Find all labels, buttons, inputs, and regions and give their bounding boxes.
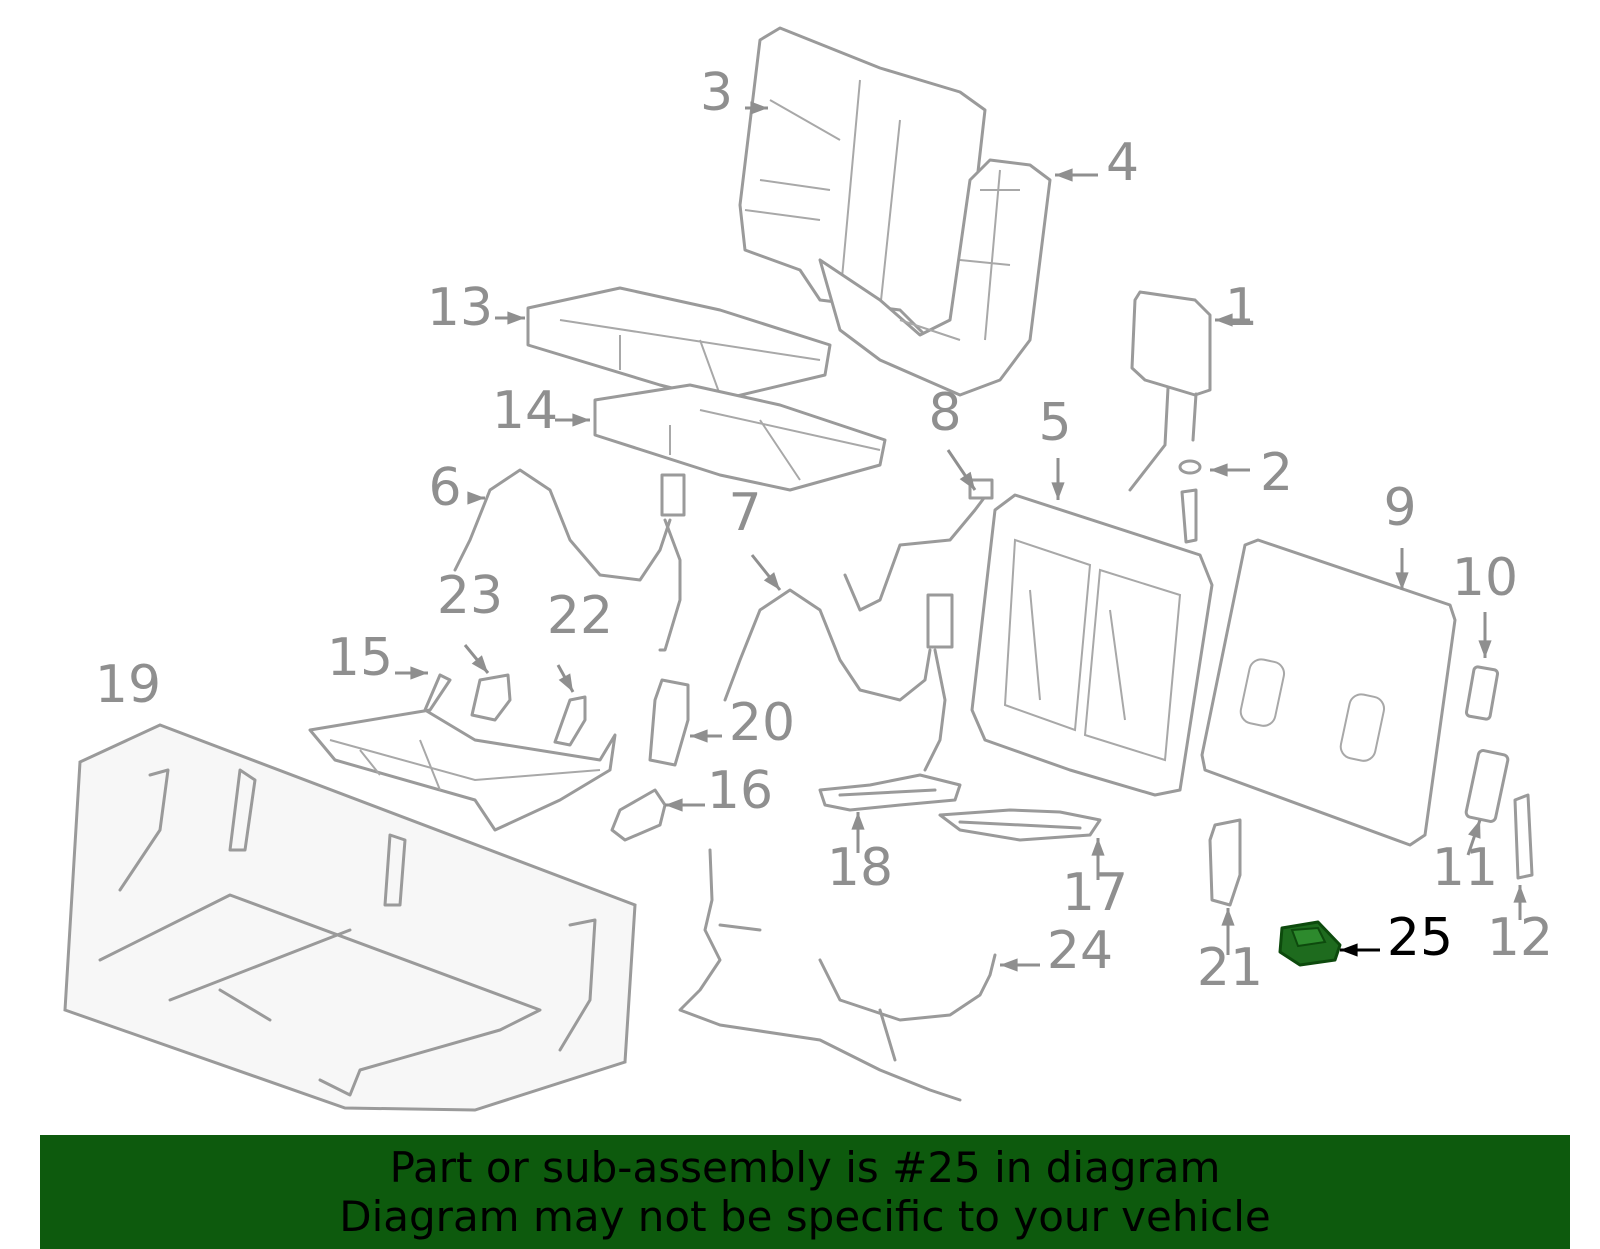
part-6-cable: [453, 468, 686, 652]
callout-arrow-10: [1478, 640, 1492, 658]
callout-15: 15: [327, 628, 393, 688]
callout-8: 8: [928, 383, 961, 443]
callout-10: 10: [1452, 548, 1518, 608]
callout-14: 14: [492, 381, 558, 441]
callout-3: 3: [700, 63, 733, 123]
banner-line-2: Diagram may not be specific to your vehi…: [339, 1192, 1271, 1241]
part-24-harness: [678, 848, 997, 1102]
callout-6: 6: [428, 458, 461, 518]
callout-arrow-7: [763, 572, 780, 590]
part-13-cushion: [526, 286, 832, 402]
callout-20: 20: [729, 693, 795, 753]
callout-4: 4: [1106, 133, 1139, 193]
callout-24: 24: [1047, 921, 1113, 981]
part-8-cable: [843, 478, 994, 612]
part-14-cushion-frame: [593, 383, 887, 492]
callout-2: 2: [1260, 443, 1293, 503]
callout-19: 19: [95, 655, 161, 715]
part-2-guides: [1178, 459, 1202, 544]
part-16: [610, 788, 667, 842]
callout-arrow-6: [467, 491, 485, 505]
callout-12: 12: [1487, 908, 1553, 968]
callout-arrow-4: [1055, 168, 1073, 182]
callout-arrow-2: [1210, 463, 1228, 477]
callout-arrow-25: [1340, 943, 1358, 957]
callout-arrow-20: [690, 729, 708, 743]
callout-arrow-11: [1468, 820, 1481, 839]
part-3-seatback-left: [738, 26, 987, 342]
callout-arrow-24: [1000, 958, 1018, 972]
callout-22: 22: [547, 586, 613, 646]
part-5-frame: [970, 493, 1214, 797]
callout-13: 13: [427, 278, 493, 338]
callout-arrow-16: [665, 798, 683, 812]
callout-1: 1: [1225, 278, 1258, 338]
banner-line-1: Part or sub-assembly is #25 in diagram: [389, 1143, 1221, 1192]
callout-23: 23: [437, 566, 503, 626]
part-15-frame: [308, 673, 617, 832]
callout-arrow-5: [1051, 482, 1065, 500]
callout-17: 17: [1062, 863, 1128, 923]
callout-arrow-22: [558, 673, 573, 692]
callout-arrow-23: [471, 655, 488, 673]
part-17-mat: [938, 808, 1102, 842]
part-4-seatback-right: [818, 158, 1052, 397]
callout-11: 11: [1432, 838, 1498, 898]
part-11: [1464, 749, 1510, 823]
callout-arrow-13: [507, 311, 525, 325]
part-23: [470, 673, 512, 722]
part-1-headrest: [1128, 290, 1212, 492]
part-9-panel: [1200, 538, 1457, 847]
callout-arrow-9: [1395, 572, 1409, 590]
callout-7: 7: [728, 483, 761, 543]
callout-5: 5: [1038, 393, 1071, 453]
part-7-cable: [723, 588, 954, 772]
callout-arrow-17: [1091, 838, 1105, 856]
callout-arrow-14: [572, 413, 590, 427]
callout-arrow-3: [750, 101, 768, 115]
callout-arrow-18: [851, 812, 865, 830]
callout-16: 16: [707, 761, 773, 821]
part-20: [648, 678, 690, 767]
part-10: [1464, 665, 1500, 721]
callout-9: 9: [1383, 478, 1416, 538]
callout-25: 25: [1387, 908, 1453, 968]
callout-arrow-15: [410, 666, 428, 680]
callout-18: 18: [827, 838, 893, 898]
callout-21: 21: [1197, 938, 1263, 998]
part-18-mat: [818, 773, 962, 812]
part-19-group: [63, 723, 637, 1112]
part-25-highlighted: [1278, 920, 1342, 967]
part-21: [1208, 818, 1242, 907]
callout-arrow-21: [1221, 908, 1235, 926]
callout-arrow-1: [1215, 313, 1233, 327]
info-banner: Part or sub-assembly is #25 in diagram D…: [40, 1135, 1570, 1249]
part-22: [553, 695, 587, 747]
part-12: [1513, 793, 1534, 880]
callout-arrow-12: [1513, 885, 1527, 903]
callout-arrow-8: [959, 471, 975, 490]
